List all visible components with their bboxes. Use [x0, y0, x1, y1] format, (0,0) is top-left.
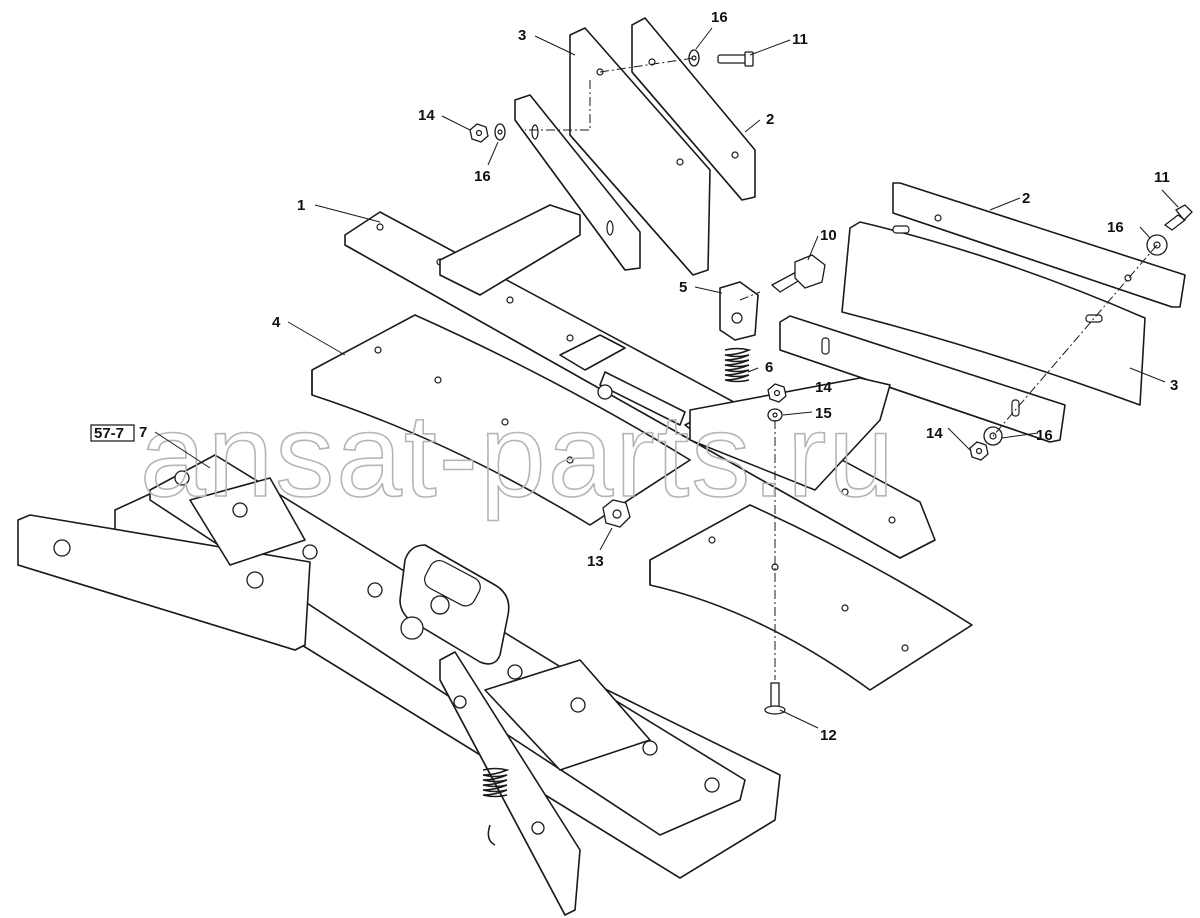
callout-10: 10 [820, 227, 837, 244]
part-13-nut [602, 499, 631, 528]
callout-4: 4 [272, 314, 281, 331]
callout-labels: 1 2 2 3 3 4 5 6 7 10 11 11 12 13 14 14 1… [139, 9, 1178, 744]
callout-1: 1 [297, 197, 305, 214]
part-4-slide-block [311, 314, 691, 526]
assembly-lines [525, 57, 1158, 680]
part-14-nut-upper [469, 123, 489, 143]
part-6-spring [724, 347, 752, 383]
part-2-right-strip [892, 182, 1186, 308]
callout-3-upper: 3 [518, 27, 526, 44]
part-1-right-bracket [689, 315, 1066, 491]
callout-15: 15 [815, 405, 832, 422]
part-2-upper-strip [631, 17, 756, 201]
part-1-upright-bracket [514, 94, 641, 271]
callout-2-right: 2 [1022, 190, 1030, 207]
callout-11-right: 11 [1154, 169, 1170, 186]
part-10-bolt [770, 254, 826, 293]
callout-13: 13 [587, 553, 604, 570]
part-14-nut-center [767, 383, 787, 403]
callout-11-upper: 11 [792, 31, 808, 48]
reference-box-label: 57-7 [94, 425, 124, 442]
callout-14-upper: 14 [418, 107, 435, 124]
hinge-pin [597, 371, 686, 426]
leader-lines [154, 27, 1179, 729]
callout-14-right: 14 [926, 425, 943, 442]
part-11-bolt-right [1163, 204, 1193, 231]
callout-6: 6 [765, 359, 773, 376]
part-16-washer-upper [688, 49, 700, 67]
callout-16-upper: 16 [711, 9, 728, 26]
callout-3-right: 3 [1170, 377, 1178, 394]
assembled-unit [17, 454, 781, 916]
callout-16-right: 16 [1107, 219, 1124, 236]
part-3-upper-plate [569, 27, 711, 276]
watermark-text: ansat-parts.ru [140, 390, 896, 522]
part-11-bolt-upper [717, 51, 754, 67]
part-16-washer-left [494, 123, 506, 141]
callout-5: 5 [679, 279, 687, 296]
callout-2-upper: 2 [766, 111, 774, 128]
part-14-nut-right [969, 441, 989, 461]
callout-16-left: 16 [474, 168, 491, 185]
callout-16-lower-right: 16 [1036, 427, 1053, 444]
reference-box-57-7[interactable]: 57-7 [90, 424, 135, 442]
callout-7: 7 [139, 424, 147, 441]
callout-12: 12 [820, 727, 837, 744]
callout-14-center: 14 [815, 379, 832, 396]
part-5-clip [719, 281, 759, 341]
part-4-slide-block-right [649, 504, 973, 691]
part-3-right-plate [841, 221, 1146, 406]
part-12-bolt [764, 682, 786, 715]
